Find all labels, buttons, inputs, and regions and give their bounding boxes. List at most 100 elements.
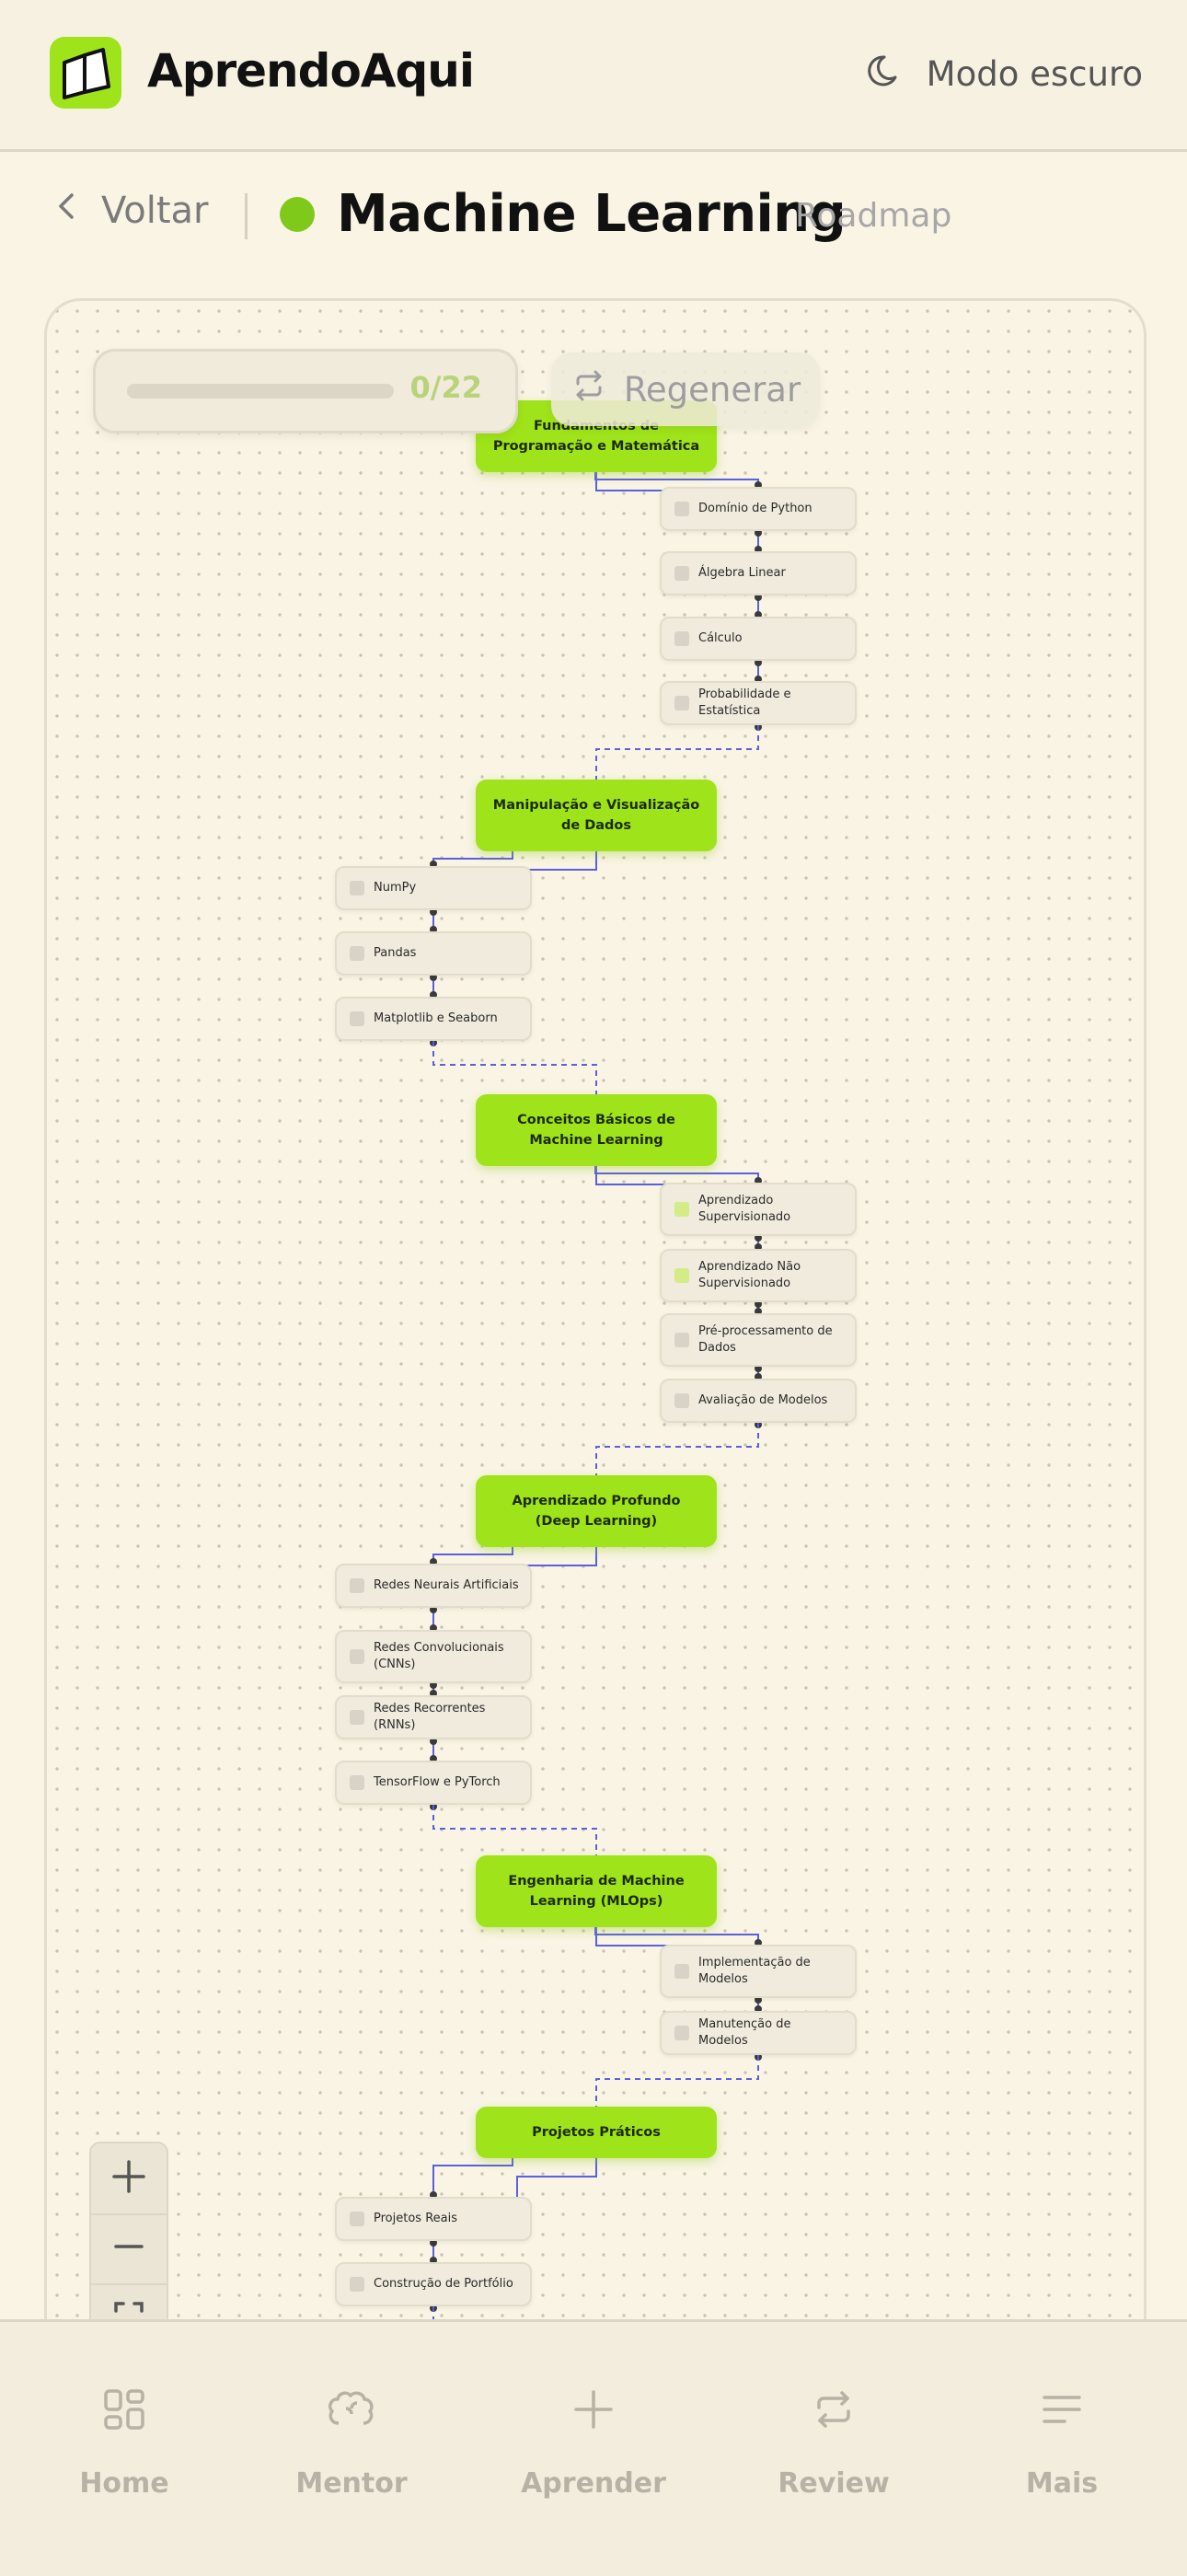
roadmap-topic[interactable]: Manutenção de Modelos xyxy=(660,2011,857,2055)
nav-review[interactable]: Review xyxy=(742,2386,926,2500)
roadmap-section[interactable]: Engenharia de Machine Learning (MLOps) xyxy=(476,1855,717,1927)
roadmap-topic[interactable]: Pré-processamento de Dados xyxy=(660,1313,857,1367)
topic-checkbox[interactable] xyxy=(350,2277,364,2292)
nav-label: Home xyxy=(79,2467,169,2500)
roadmap-topic[interactable]: Construção de Portfólio xyxy=(335,2262,532,2306)
page-subtitle: Roadmap xyxy=(795,197,952,235)
roadmap-topic[interactable]: Domínio de Python xyxy=(660,487,857,531)
regenerate-button[interactable]: Regenerar xyxy=(551,352,820,426)
roadmap-topic[interactable]: Probabilidade e Estatística xyxy=(660,681,857,725)
topic-label: Avaliação de Modelos xyxy=(698,1393,828,1408)
roadmap-section[interactable]: Projetos Práticos xyxy=(476,2107,717,2158)
app-name: AprendoAqui xyxy=(147,44,475,98)
topic-label: Matplotlib e Seaborn xyxy=(374,1011,498,1026)
progress-count: 0/22 xyxy=(409,370,482,405)
topic-label: Redes Recorrentes (RNNs) xyxy=(374,1702,486,1732)
roadmap-topic[interactable]: Redes Neurais Artificiais xyxy=(335,1564,532,1608)
connector-handle xyxy=(430,2239,437,2247)
roadmap-topic[interactable]: Aprendizado Não Supervisionado xyxy=(660,1249,857,1302)
nav-label: Mentor xyxy=(295,2467,408,2500)
grid-icon xyxy=(101,2386,147,2440)
roadmap-connectors xyxy=(430,472,762,2343)
topic-checkbox[interactable] xyxy=(674,1202,689,1217)
divider xyxy=(245,193,248,239)
section-connector xyxy=(432,1547,513,1564)
roadmap-canvas[interactable]: Fundamentos de Programação e MatemáticaD… xyxy=(44,298,1147,2374)
connector-handle xyxy=(755,594,762,601)
roadmap-section[interactable]: Aprendizado Profundo (Deep Learning) xyxy=(476,1475,717,1547)
section-connector xyxy=(595,1927,675,1946)
regenerate-label: Regenerar xyxy=(623,369,801,410)
page-title: Machine Learning xyxy=(337,184,847,244)
roadmap-topic[interactable]: Cálculo xyxy=(660,617,857,661)
section-connector xyxy=(594,1927,759,1945)
topic-checkbox[interactable] xyxy=(674,1268,689,1283)
repeat-icon xyxy=(570,367,607,412)
roadmap-section[interactable]: Conceitos Básicos de Machine Learning xyxy=(476,1094,717,1166)
roadmap-topic[interactable]: Implementação de Modelos xyxy=(660,1945,857,1998)
topic-label: Aprendizado Supervisionado xyxy=(698,1194,791,1224)
chevron-left-icon xyxy=(55,190,77,232)
topic-label: Domínio de Python xyxy=(698,502,812,516)
topic-label: Manutenção de Modelos xyxy=(698,2017,791,2048)
topic-label: Implementação de Modelos xyxy=(698,1956,811,1986)
nav-home[interactable]: Home xyxy=(32,2386,216,2500)
topic-checkbox[interactable] xyxy=(350,1775,364,1790)
topic-checkbox[interactable] xyxy=(674,566,689,581)
roadmap-topic[interactable]: Redes Recorrentes (RNNs) xyxy=(335,1695,532,1739)
topic-label: TensorFlow e PyTorch xyxy=(374,1775,501,1790)
topic-checkbox[interactable] xyxy=(350,2212,364,2226)
topic-checkbox[interactable] xyxy=(674,631,689,646)
topic-checkbox[interactable] xyxy=(674,1393,689,1408)
zoom-in-button[interactable] xyxy=(91,2143,167,2215)
fit-view-button[interactable] xyxy=(91,2283,167,2353)
connector-handle xyxy=(430,974,437,981)
roadmap-topic[interactable]: Avaliação de Modelos xyxy=(660,1379,857,1423)
roadmap-section[interactable]: Manipulação e Visualização de Dados xyxy=(476,780,717,851)
roadmap-topic[interactable]: Projetos Reais xyxy=(335,2197,532,2241)
roadmap-topic[interactable]: Pandas xyxy=(335,931,532,976)
roadmap-topic[interactable]: NumPy xyxy=(335,866,532,910)
nav-mentor[interactable]: Mentor xyxy=(259,2386,444,2500)
section-link xyxy=(432,1805,597,1855)
roadmap-topic[interactable]: Redes Convolucionais (CNNs) xyxy=(335,1630,532,1683)
back-label: Voltar xyxy=(101,190,209,232)
section-connector xyxy=(516,851,597,871)
section-connector xyxy=(594,1166,759,1183)
bottom-nav: Home Mentor Aprender Review Mais xyxy=(0,2319,1187,2576)
connector-handle xyxy=(755,1300,762,1308)
nav-label: Review xyxy=(778,2467,890,2500)
moon-icon xyxy=(867,50,908,98)
dark-mode-toggle[interactable]: Modo escuro xyxy=(867,48,1143,99)
topic-checkbox[interactable] xyxy=(350,1710,364,1725)
book-logo-icon xyxy=(50,37,121,109)
topic-checkbox[interactable] xyxy=(350,1578,364,1593)
topic-checkbox[interactable] xyxy=(350,1011,364,1026)
progress-bar xyxy=(127,384,394,399)
topic-checkbox[interactable] xyxy=(350,946,364,961)
nav-aprender[interactable]: Aprender xyxy=(501,2386,686,2500)
topic-checkbox[interactable] xyxy=(674,1333,689,1347)
top-bar: AprendoAqui Modo escuro xyxy=(0,0,1187,152)
zoom-out-button[interactable] xyxy=(91,2213,167,2285)
section-link xyxy=(595,2055,759,2107)
roadmap-topic[interactable]: Matplotlib e Seaborn xyxy=(335,997,532,1041)
roadmap-topic[interactable]: Álgebra Linear xyxy=(660,551,857,595)
topic-checkbox[interactable] xyxy=(674,2026,689,2040)
section-link xyxy=(595,1423,759,1475)
connector-handle xyxy=(755,659,762,666)
back-button[interactable]: Voltar xyxy=(55,190,208,232)
topic-label: Pré-processamento de Dados xyxy=(698,1324,833,1355)
brain-icon xyxy=(326,2386,377,2440)
roadmap-topic[interactable]: Aprendizado Supervisionado xyxy=(660,1183,857,1236)
topic-checkbox[interactable] xyxy=(674,1964,689,1979)
connector-handle xyxy=(430,1681,437,1689)
topic-checkbox[interactable] xyxy=(674,696,689,710)
topic-label: Projetos Reais xyxy=(374,2212,457,2226)
section-connector xyxy=(516,2158,597,2197)
nav-mais[interactable]: Mais xyxy=(970,2386,1154,2500)
topic-checkbox[interactable] xyxy=(350,881,364,895)
topic-checkbox[interactable] xyxy=(350,1649,364,1664)
roadmap-topic[interactable]: TensorFlow e PyTorch xyxy=(335,1761,532,1805)
topic-checkbox[interactable] xyxy=(674,502,689,516)
